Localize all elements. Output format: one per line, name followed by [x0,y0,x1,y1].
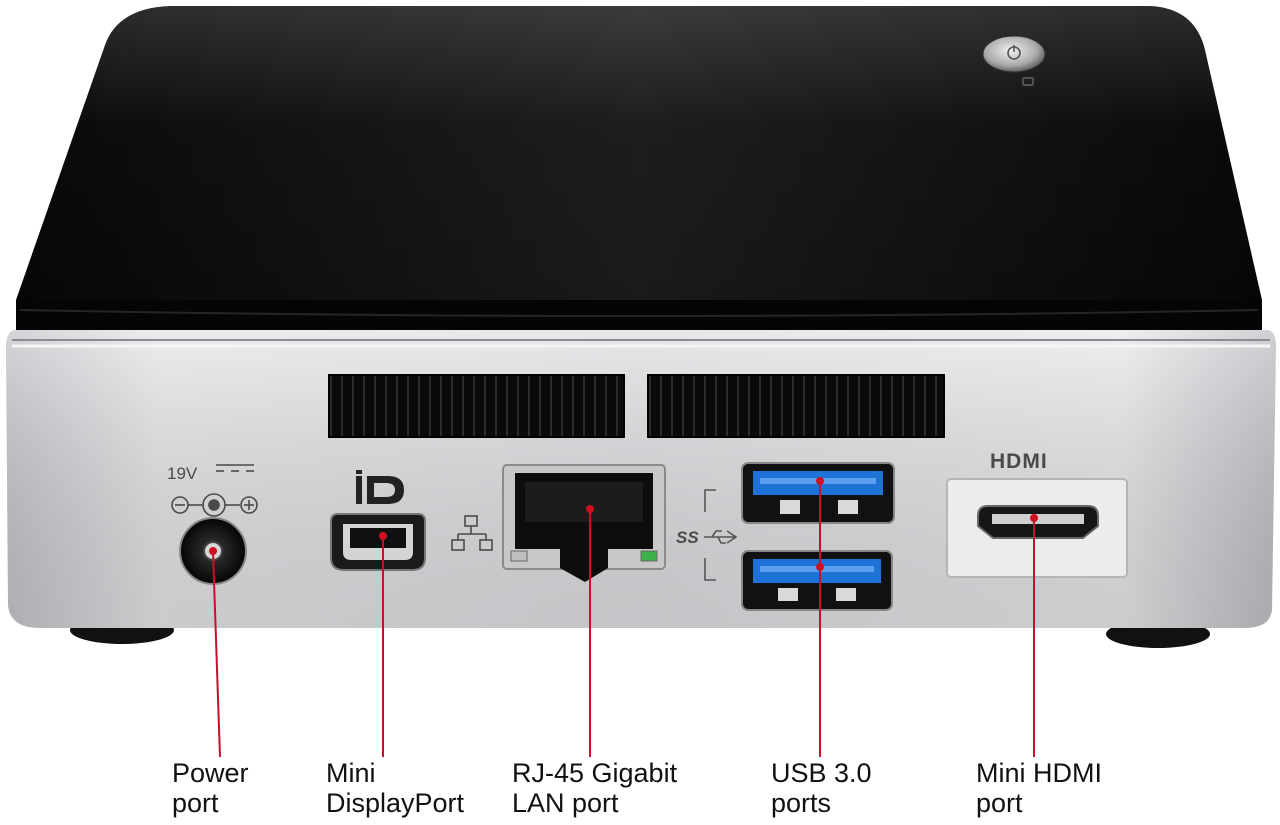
callout-label-usb3: USB 3.0 ports [771,758,872,818]
usb-superspeed-logo-icon: SS [676,489,738,581]
callout-label-power: Power port [172,758,249,818]
callout-dots [209,477,1038,571]
callout-dot-usb3-bottom [816,563,824,571]
callout-rj45-line1: RJ-45 Gigabit [512,758,678,788]
hdmi-logo-label: HDMI [990,450,1048,473]
usb3-port-top [741,462,895,524]
link-led [510,550,528,562]
callout-power-line2: port [172,788,219,818]
callout-label-rj45: RJ-45 Gigabit LAN port [512,758,677,818]
network-icon [451,515,493,551]
dc-polarity-icon [171,464,258,517]
callout-dot-rj45 [586,505,594,513]
displayport-logo-icon [356,470,404,504]
callout-mini-displayport-line2: DisplayPort [326,788,465,818]
callout-usb3-line1: USB 3.0 [771,758,872,788]
mini-hdmi-port: HDMI [946,450,1128,578]
power-button-icon [982,35,1046,86]
callout-lines [212,481,1035,758]
callout-dot-mini-displayport [379,532,387,540]
callout-dot-power [209,547,217,555]
usb3-port-bottom [741,550,893,611]
power-rating-label: 19V [167,464,198,483]
callout-line-power [212,550,221,758]
callout-power-line1: Power [172,758,249,788]
usb-ss-label: SS [676,528,699,547]
left-vent [328,374,625,438]
callout-mini-hdmi-line2: port [976,788,1023,818]
callout-label-mini-hdmi: Mini HDMI port [976,758,1102,818]
lid [16,6,1262,345]
callout-mini-hdmi-line1: Mini HDMI [976,758,1102,788]
mini-displayport [330,470,426,571]
callout-label-mini-displayport: Mini DisplayPort [326,758,464,818]
callout-dot-mini-hdmi [1030,514,1038,522]
callout-usb3-line2: ports [771,788,832,818]
activity-led [640,550,658,562]
rj45-port [502,464,666,582]
callout-mini-displayport-line1: Mini [326,758,376,788]
callout-rj45-line2: LAN port [512,788,619,818]
callout-dot-usb3-top [816,477,824,485]
right-vent [647,374,945,438]
